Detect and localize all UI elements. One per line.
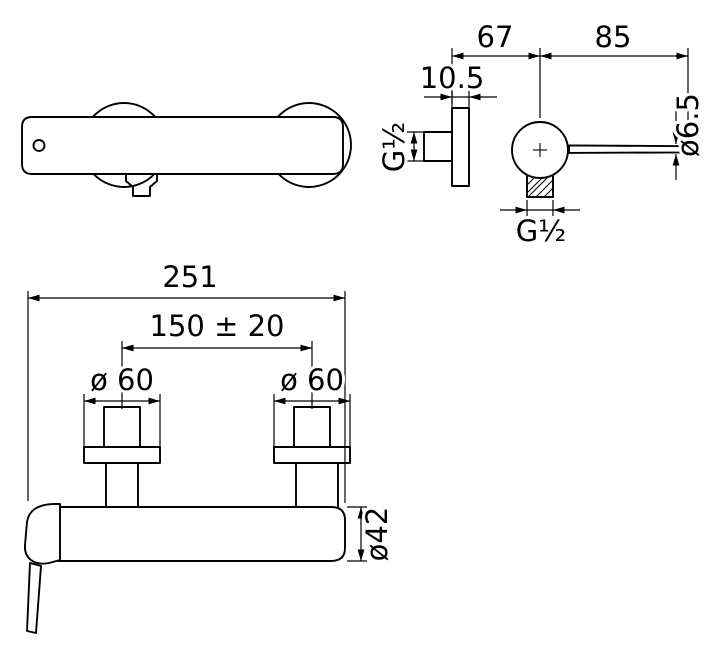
- dim-60-right: ø 60: [273, 360, 351, 452]
- lever-base: [24, 503, 61, 565]
- dim-60-right-label: ø 60: [280, 363, 344, 397]
- thread-hatching: [526, 176, 554, 198]
- screw-hole: [32, 139, 46, 152]
- dim-67-label: 67: [477, 20, 514, 54]
- handle-diameter-label: ø6.5: [671, 93, 705, 157]
- wall-plate: [451, 107, 470, 187]
- dim-10-5: 10.5: [417, 58, 497, 107]
- right-wall-nut: [293, 406, 331, 448]
- mixer-side-view: 67 85 10.5 G½: [374, 17, 708, 251]
- spout-outlet: [125, 173, 158, 197]
- mixer-body-outline: [21, 116, 344, 175]
- outlet-thread-label: G½: [516, 214, 567, 248]
- riser-pipes: [105, 462, 339, 508]
- left-flange: [83, 446, 161, 464]
- dim-handle-diameter: ø6.5: [668, 90, 708, 180]
- inlet-connector: [423, 131, 453, 162]
- dim-150-20: 150 ± 20: [121, 306, 313, 409]
- dim-85-label: 85: [595, 20, 632, 54]
- dim-251-label: 251: [162, 260, 217, 294]
- dim-inlet-thread: G½: [374, 119, 424, 175]
- left-wall-nut: [103, 406, 141, 448]
- center-cross: [533, 143, 547, 157]
- mixer-front-dimensioned-view: 251 150 ± 20 ø 60 ø 60: [24, 257, 397, 634]
- dim-10-5-label: 10.5: [420, 61, 485, 95]
- dim-outlet-thread: G½: [500, 200, 580, 251]
- body-front: [57, 506, 346, 562]
- lever-handle-side: [568, 144, 688, 154]
- dim-42-label: ø42: [360, 507, 394, 562]
- lever-handle: [26, 562, 42, 634]
- dim-60-left: ø 60: [83, 360, 161, 452]
- right-flange: [273, 446, 351, 464]
- inlet-thread-label: G½: [377, 122, 411, 173]
- dim-67-85: 67 85: [451, 17, 689, 141]
- mixer-front-elevation: [21, 102, 352, 197]
- dim-60-left-label: ø 60: [90, 363, 154, 397]
- dim-150-20-label: 150 ± 20: [150, 309, 285, 343]
- dim-251: 251: [27, 257, 346, 503]
- dim-42: ø42: [347, 504, 397, 564]
